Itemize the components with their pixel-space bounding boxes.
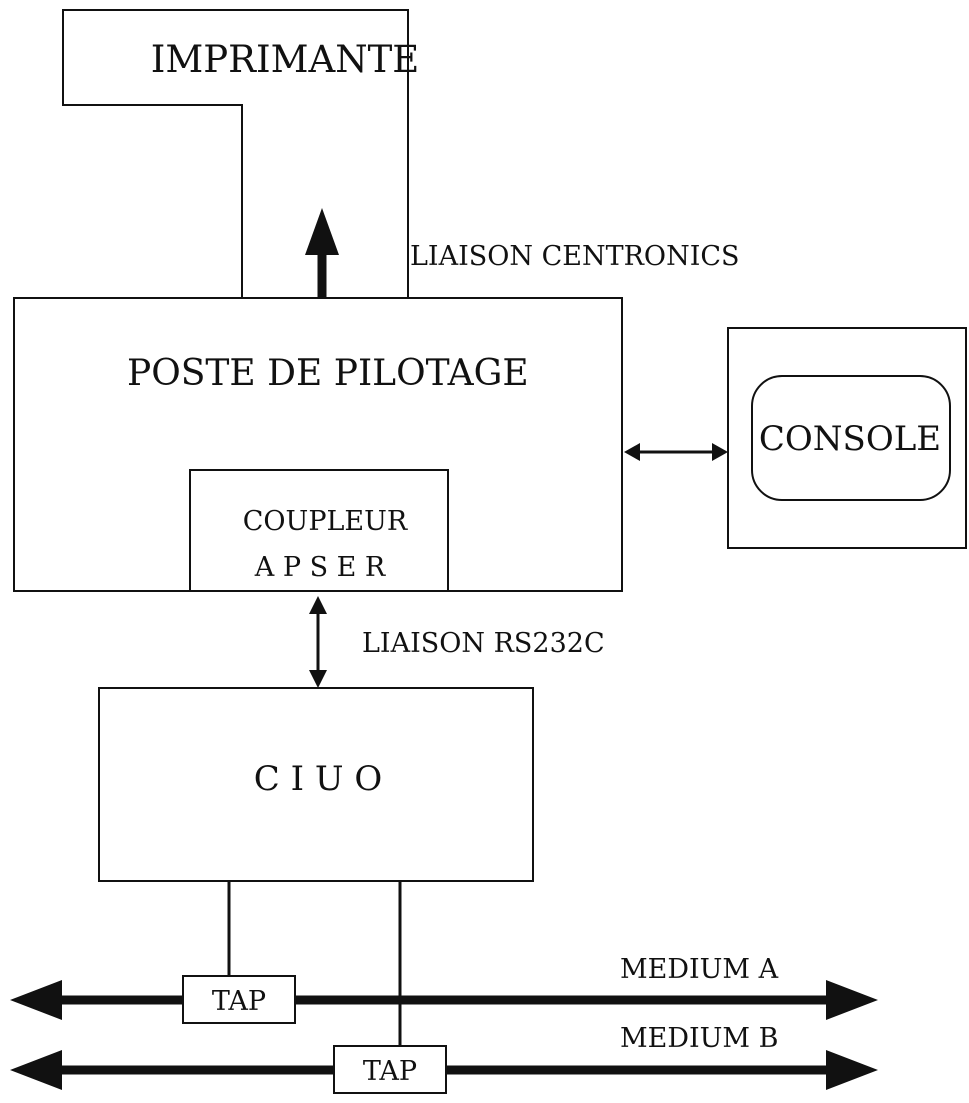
ciuo-node: C I U O <box>98 687 534 882</box>
rs232-link-label: LIAISON RS232C <box>362 628 605 659</box>
rs232-link-arrow <box>309 596 327 688</box>
centronics-link-arrow <box>305 208 339 300</box>
medium-b-bus <box>10 1050 878 1090</box>
coupler-label-line1: COUPLEUR <box>243 506 408 537</box>
tap-b-node: TAP <box>333 1045 447 1094</box>
tap-b-label: TAP <box>363 1056 417 1087</box>
medium-a-label: MEDIUM A <box>620 954 779 985</box>
medium-b-label: MEDIUM B <box>620 1023 779 1054</box>
coupler-label-line2: A P S E R <box>254 552 386 583</box>
tap-a-label: TAP <box>212 986 266 1017</box>
console-node: CONSOLE <box>727 327 967 549</box>
medium-a-bus <box>10 980 878 1020</box>
coupler-node: COUPLEUR A P S E R <box>189 469 449 592</box>
tap-a-node: TAP <box>182 975 296 1024</box>
printer-label: IMPRIMANTE <box>151 38 420 81</box>
console-label: CONSOLE <box>759 419 941 459</box>
centronics-link-label: LIAISON CENTRONICS <box>410 241 740 272</box>
ciuo-label: C I U O <box>254 759 382 799</box>
console-link-arrow <box>624 443 728 461</box>
control-station-label: POSTE DE PILOTAGE <box>127 353 529 394</box>
